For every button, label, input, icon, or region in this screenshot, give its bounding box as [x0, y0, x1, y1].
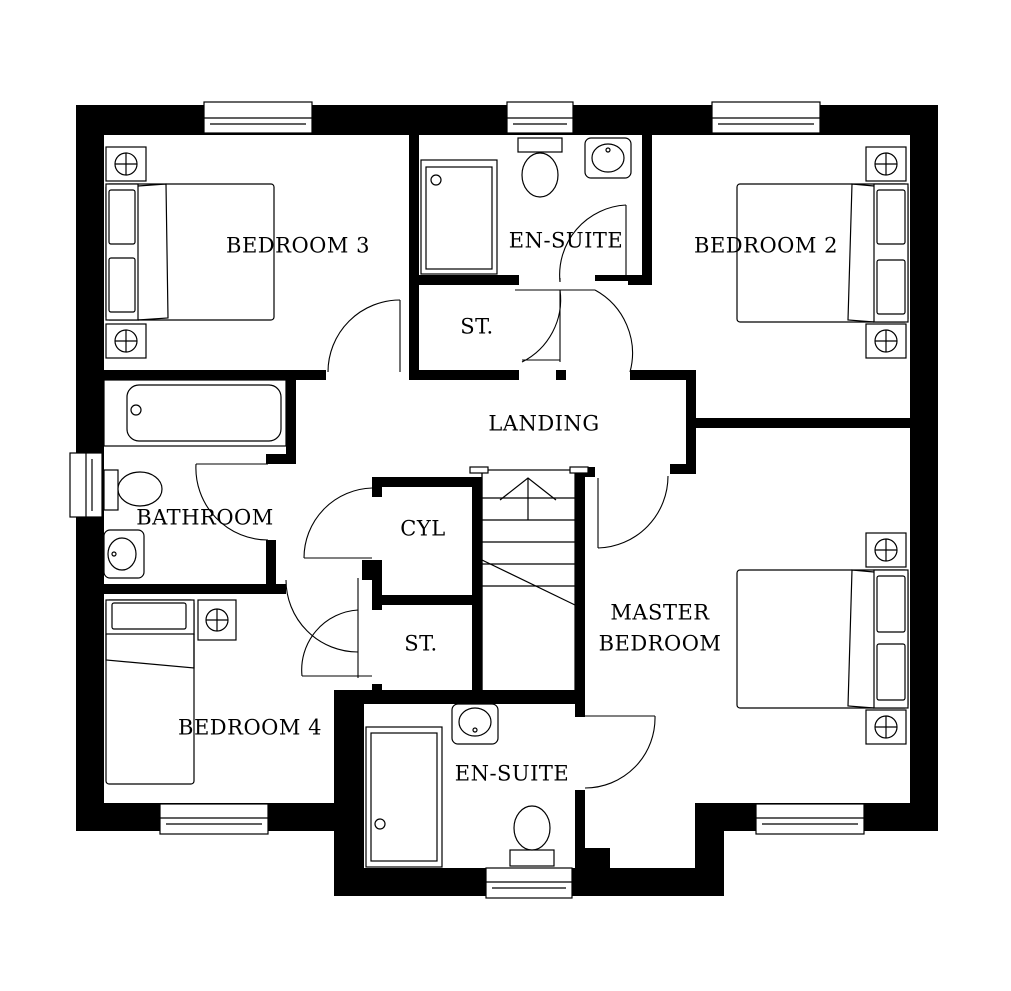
sanitaryware	[103, 137, 632, 868]
label-bathroom: BATHROOM	[136, 506, 274, 530]
window-bathroom	[69, 452, 103, 518]
label-landing: LANDING	[488, 412, 599, 436]
door-store-middle	[301, 578, 372, 678]
label-master-line-1: MASTER	[610, 601, 710, 625]
door-bathroom	[195, 463, 269, 541]
bed-bedroom-3	[105, 183, 275, 321]
label-bedroom-4: BEDROOM 4	[178, 716, 322, 740]
windows	[69, 101, 865, 899]
staircase	[469, 466, 589, 693]
door-en-suite-top	[559, 204, 627, 283]
label-cylinder: CYL	[400, 517, 445, 541]
bed-bedroom-4	[105, 599, 195, 785]
label-en-suite-bottom: EN-SUITE	[455, 762, 570, 786]
window-bedroom-4	[159, 803, 269, 835]
label-store-top: ST.	[460, 315, 493, 339]
door-bedroom-3	[327, 299, 401, 373]
label-master-line-2: BEDROOM	[599, 632, 722, 656]
door-master-bedroom	[597, 475, 669, 549]
window-en-suite-top	[506, 101, 574, 134]
window-bedroom-3	[203, 101, 313, 134]
bed-master-bedroom	[736, 569, 909, 709]
door-bedroom-4	[285, 579, 359, 653]
window-bedroom-2	[711, 101, 821, 134]
door-en-suite-bottom	[584, 715, 656, 789]
bedside-tables	[105, 146, 907, 745]
label-bedroom-2: BEDROOM 2	[694, 234, 838, 258]
door-bedroom-2	[515, 289, 634, 373]
label-store-middle: ST.	[404, 632, 437, 656]
door-store-top	[521, 289, 562, 363]
internal-walls	[104, 135, 910, 868]
label-bedroom-3: BEDROOM 3	[226, 234, 370, 258]
window-en-suite-bottom	[485, 867, 573, 899]
bed-bedroom-2	[736, 183, 909, 323]
window-master-bedroom	[755, 803, 865, 835]
label-en-suite-top: EN-SUITE	[509, 229, 624, 253]
door-cylinder	[303, 487, 373, 559]
doors	[195, 204, 669, 789]
